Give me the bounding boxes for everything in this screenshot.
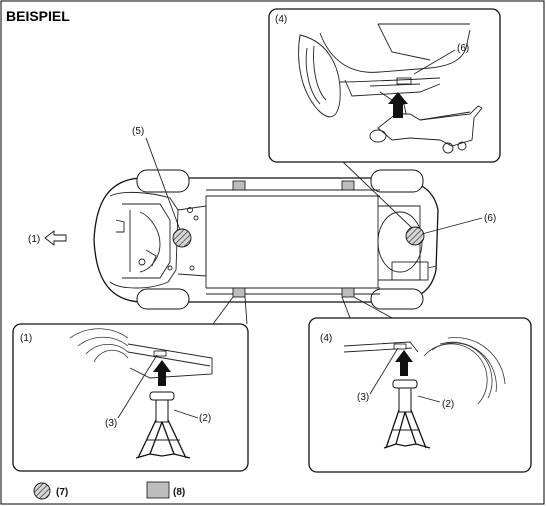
panel-front-stand-label: (2) — [199, 413, 211, 424]
legend-gray-label: (8) — [173, 487, 185, 498]
gray-box-icon — [232, 180, 246, 191]
rear-car-sketch — [298, 23, 471, 118]
hatched-circle-icon — [405, 226, 425, 246]
panel-rear-jack-label: (3) — [357, 392, 369, 403]
jack-stand-icon — [383, 379, 431, 449]
panel-rear-stand-label: (2) — [442, 399, 454, 410]
bottom-right-panel: (4) (3) (2) — [308, 317, 532, 473]
top-panel-id: (4) — [275, 14, 287, 25]
gray-box-icon — [341, 287, 355, 298]
jack-stand-icon — [135, 391, 191, 459]
front-arrow-label: (1) — [28, 234, 40, 245]
arrow-up-icon — [395, 350, 413, 376]
top-panel: (4) (6) — [268, 8, 501, 229]
hatched-circle-icon — [172, 228, 192, 248]
arrow-left-icon — [44, 230, 67, 246]
panel-front-id: (1) — [20, 333, 32, 344]
panel-rear-id: (4) — [320, 333, 332, 344]
legend-gray-icon — [146, 481, 170, 499]
gray-box-icon — [341, 180, 355, 191]
gray-box-icon — [232, 287, 246, 298]
arrow-up-icon — [388, 92, 408, 118]
top-panel-point-label: (6) — [457, 43, 469, 54]
rear-jack-point-label: (6) — [484, 213, 496, 224]
arrow-up-icon — [153, 360, 171, 386]
page-title: BEISPIEL — [6, 8, 70, 24]
connector-line — [342, 161, 413, 229]
panel-front-jack-label: (3) — [105, 418, 117, 429]
bottom-left-panel: (1) (3) (2) — [12, 323, 249, 472]
legend-hatched-label: (7) — [56, 487, 68, 498]
car-underbody: (5) (6) (1) — [28, 126, 496, 325]
legend: (7) (8) — [33, 481, 185, 500]
legend-hatched-icon — [33, 482, 51, 500]
suspension-label: (5) — [132, 126, 144, 137]
